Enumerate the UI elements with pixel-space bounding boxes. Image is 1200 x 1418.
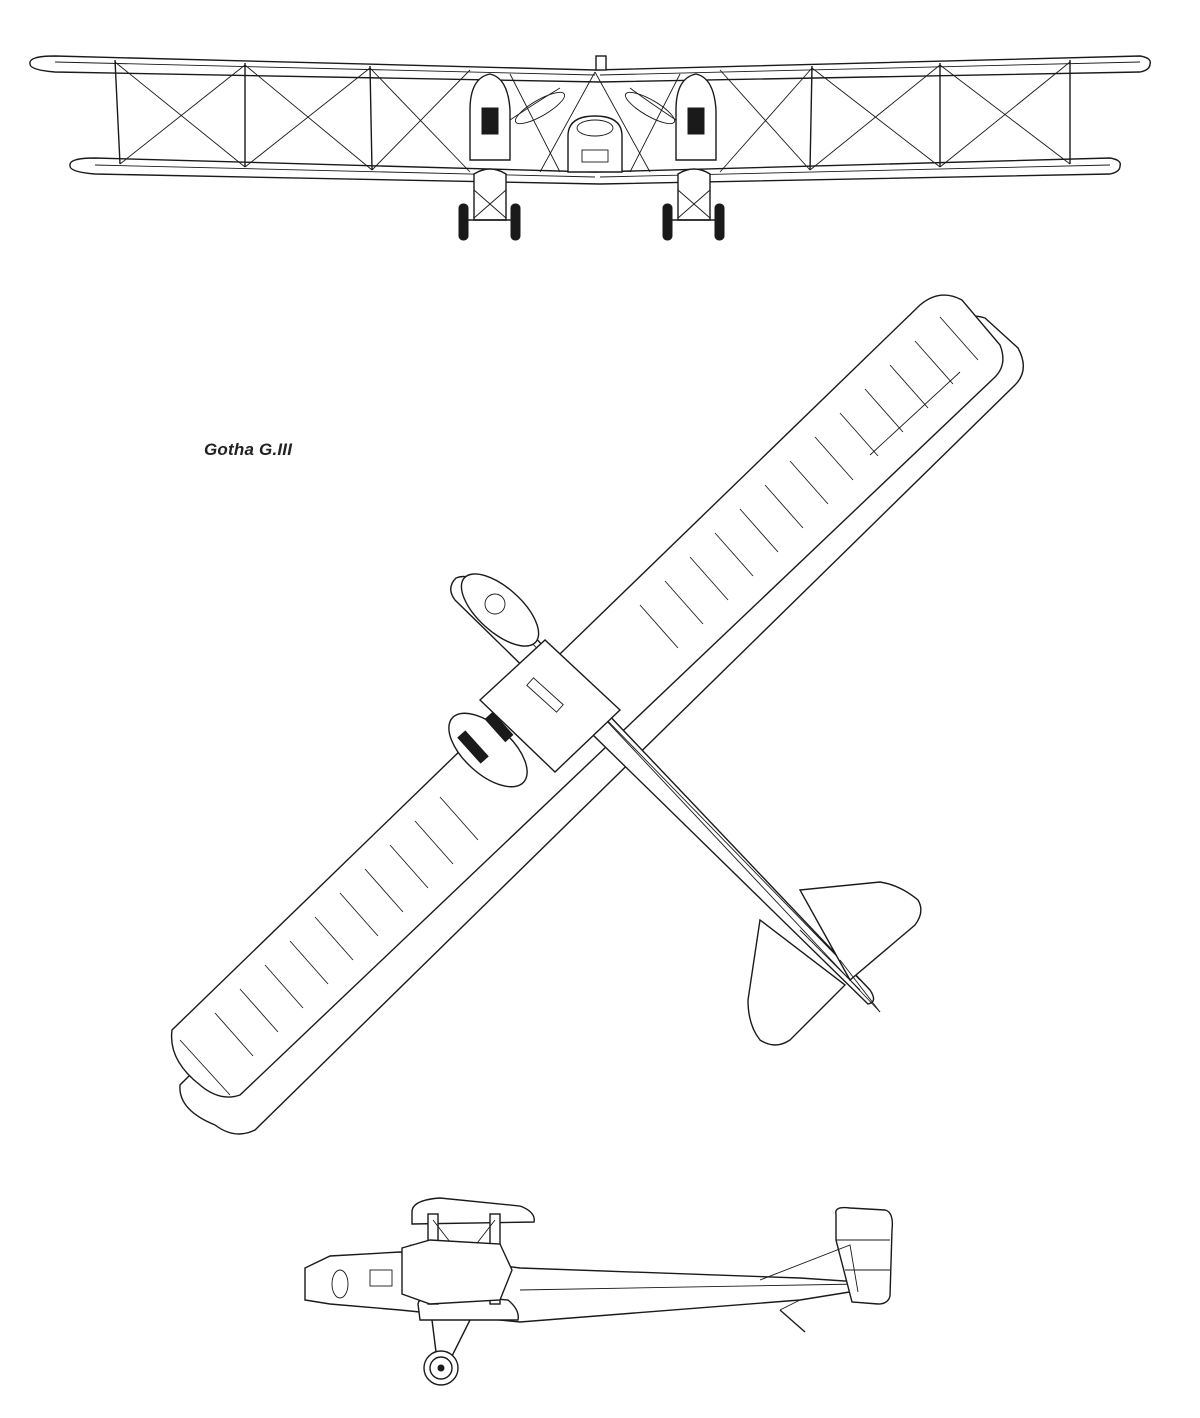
side-fuselage <box>304 1251 863 1323</box>
side-upper-wing <box>411 1197 535 1225</box>
landing-gear-right <box>662 168 725 241</box>
front-view <box>29 55 1151 241</box>
cabane-strut <box>595 55 607 71</box>
top-tailplane <box>747 881 922 1046</box>
top-view <box>170 294 1024 1135</box>
wing-struts-right <box>719 60 1071 173</box>
side-engine-nacelle <box>401 1239 513 1305</box>
side-nose-window <box>331 1269 349 1299</box>
top-engine-nacelle-rear <box>448 711 528 788</box>
fuselage-front <box>567 115 623 173</box>
lower-wing <box>69 157 1121 185</box>
side-landing-gear <box>423 1319 471 1386</box>
side-view <box>304 1197 894 1386</box>
aircraft-title: Gotha G.III <box>204 440 293 459</box>
engine-nacelle-right <box>624 73 717 161</box>
top-engine-nacelle-front <box>460 573 540 647</box>
engine-nacelle-left <box>469 73 566 161</box>
wing-struts-left <box>114 59 471 173</box>
side-tail-skid <box>779 1309 806 1333</box>
side-rudder <box>835 1206 894 1305</box>
landing-gear-left <box>458 168 521 241</box>
upper-wing <box>29 55 1151 83</box>
